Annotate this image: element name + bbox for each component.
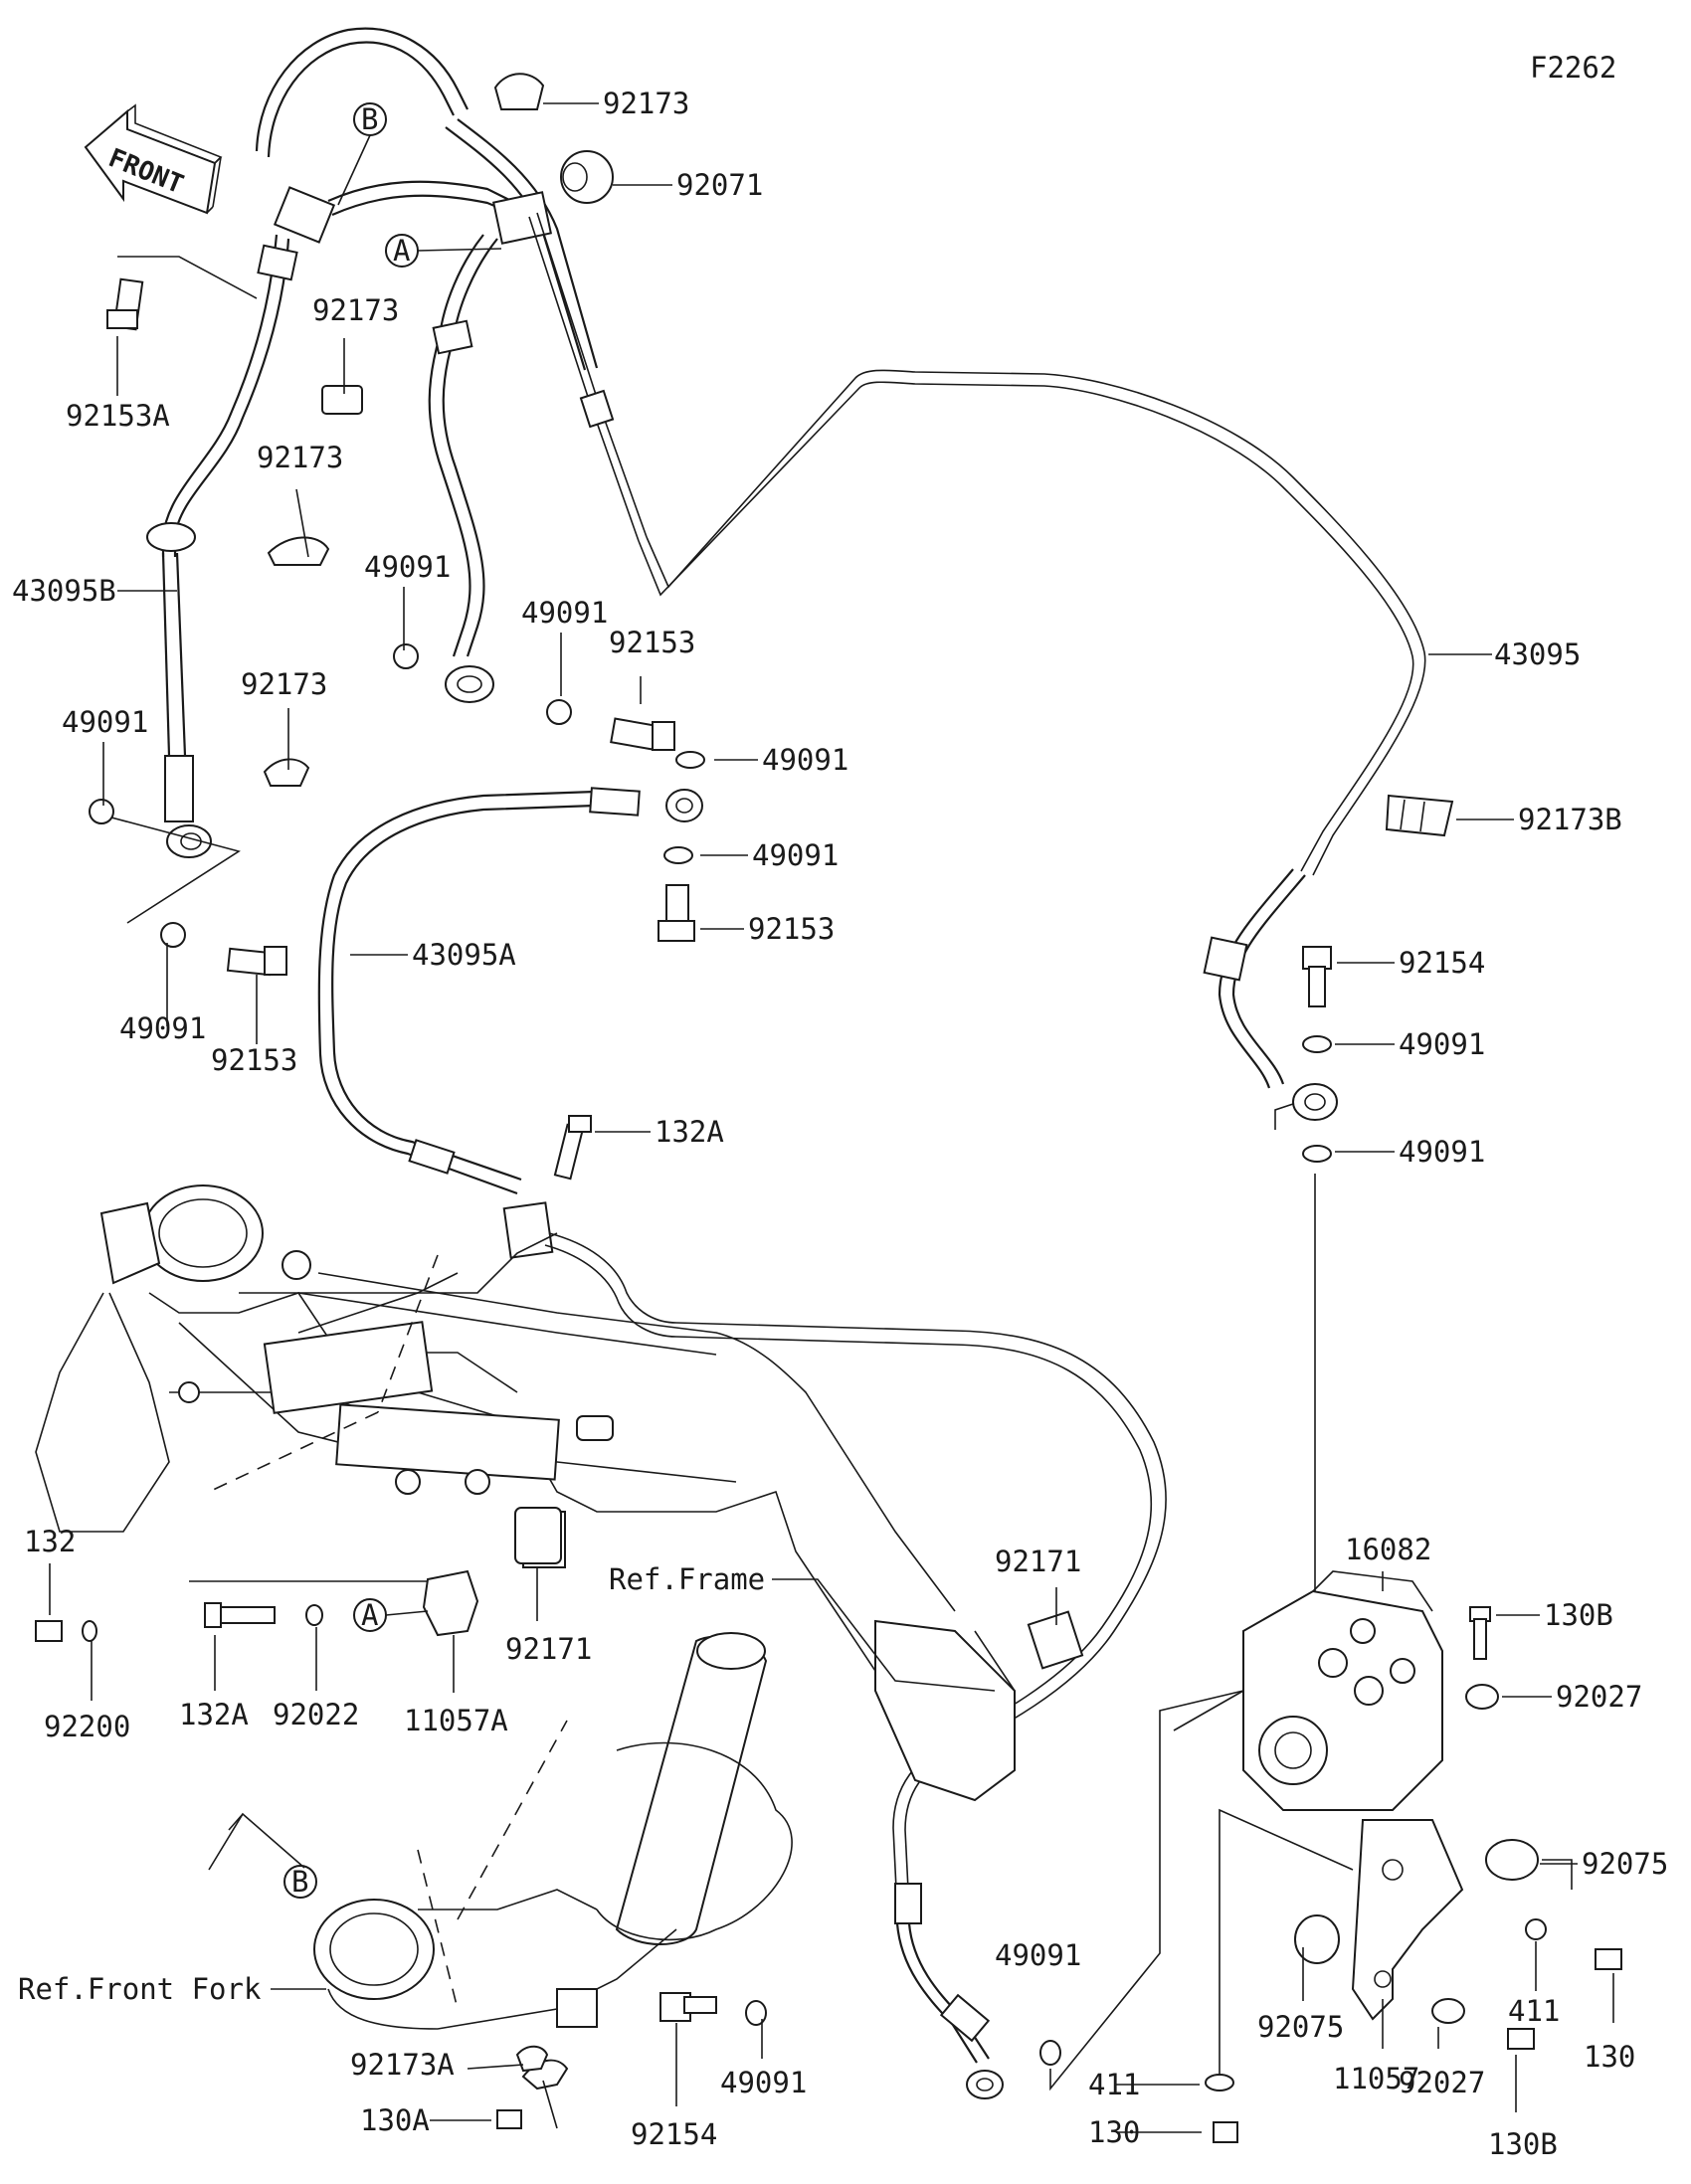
- callouts: B A A B: [283, 102, 419, 1899]
- label-92022: 92022: [273, 1698, 359, 1731]
- label-92173a: 92173A: [350, 2048, 455, 2082]
- label-411-a: 411: [1088, 2068, 1140, 2101]
- lower-triple-clamp: [313, 1632, 793, 2129]
- label-132: 132: [24, 1525, 76, 1558]
- label-16082: 16082: [1345, 1533, 1431, 1566]
- label-43095: 43095: [1494, 637, 1581, 671]
- label-92173b: 92173B: [1518, 803, 1622, 836]
- label-49091-h: 49091: [995, 1938, 1081, 1972]
- label-49091-e: 49091: [752, 838, 839, 872]
- label-49091-d: 49091: [762, 743, 848, 777]
- label-92154-b: 92154: [631, 2117, 717, 2151]
- label-92171-a: 92171: [995, 1545, 1081, 1578]
- label-130b-a: 130B: [1544, 1598, 1613, 1632]
- label-92171-b: 92171: [505, 1632, 592, 1666]
- figure-code: F2262: [1530, 51, 1616, 85]
- abs-hydraulic-unit: [1173, 1570, 1539, 2021]
- part-labels: 92173 92071 92153A 92173 92173 43095B 49…: [12, 87, 1668, 2161]
- front-arrow-icon: FRONT: [84, 103, 223, 215]
- label-92153-c: 92153: [211, 1043, 297, 1077]
- label-92153-a: 92153: [609, 626, 695, 659]
- label-49091-b: 49091: [521, 596, 608, 630]
- label-130: 130: [1584, 2040, 1635, 2074]
- label-130b-b: 130B: [1488, 2127, 1558, 2161]
- label-92075-b: 92075: [1257, 2010, 1344, 2044]
- label-49091-c: 49091: [62, 705, 148, 739]
- label-92173-a: 92173: [312, 293, 399, 327]
- label-92027-a: 92027: [1556, 1680, 1642, 1714]
- label-92154-a: 92154: [1399, 946, 1485, 980]
- label-ref-front-fork: Ref.Front Fork: [18, 1972, 262, 2006]
- label-49091-i: 49091: [720, 2066, 807, 2099]
- union-block-a: [491, 191, 553, 245]
- label-49091-f: 49091: [119, 1011, 206, 1045]
- callout-b-top-label: B: [361, 102, 378, 136]
- label-92071: 92071: [676, 168, 763, 202]
- label-11057: 11057: [1333, 2062, 1419, 2095]
- label-92027-b: 92027: [1399, 2066, 1485, 2099]
- label-92075-a: 92075: [1582, 1847, 1668, 1881]
- label-92173-top: 92173: [603, 87, 689, 120]
- callout-b-bottom-label: B: [291, 1865, 308, 1899]
- union-block-b: [273, 186, 336, 244]
- label-49091-g: 49091: [1399, 1027, 1485, 1061]
- label-130a: 130A: [360, 2103, 430, 2137]
- label-43095b: 43095B: [12, 574, 116, 608]
- label-132a-bot: 132A: [179, 1698, 249, 1731]
- label-43095a: 43095A: [412, 938, 516, 972]
- small-parts: [35, 73, 1622, 2143]
- callout-a-top-label: A: [393, 234, 410, 268]
- label-49091-a: 49091: [364, 550, 451, 584]
- label-ref-frame: Ref.Frame: [609, 1562, 765, 1596]
- label-92200: 92200: [44, 1710, 130, 1743]
- callout-a-bottom-label: A: [361, 1598, 378, 1632]
- upper-hose-assembly: [146, 27, 1426, 1611]
- label-49091-gb: 49091: [1399, 1135, 1485, 1169]
- callout-b-bottom: [283, 1865, 317, 1899]
- leader-lines: [49, 102, 1614, 2133]
- label-411-b: 411: [1508, 1994, 1560, 2028]
- label-92153a: 92153A: [66, 399, 170, 433]
- label-92173-b: 92173: [257, 441, 343, 474]
- label-92173-c: 92173: [241, 667, 327, 701]
- label-92153-b: 92153: [748, 912, 835, 946]
- label-132a-top: 132A: [655, 1115, 724, 1149]
- label-11057a: 11057A: [404, 1704, 508, 1737]
- label-130-b: 130: [1088, 2115, 1140, 2149]
